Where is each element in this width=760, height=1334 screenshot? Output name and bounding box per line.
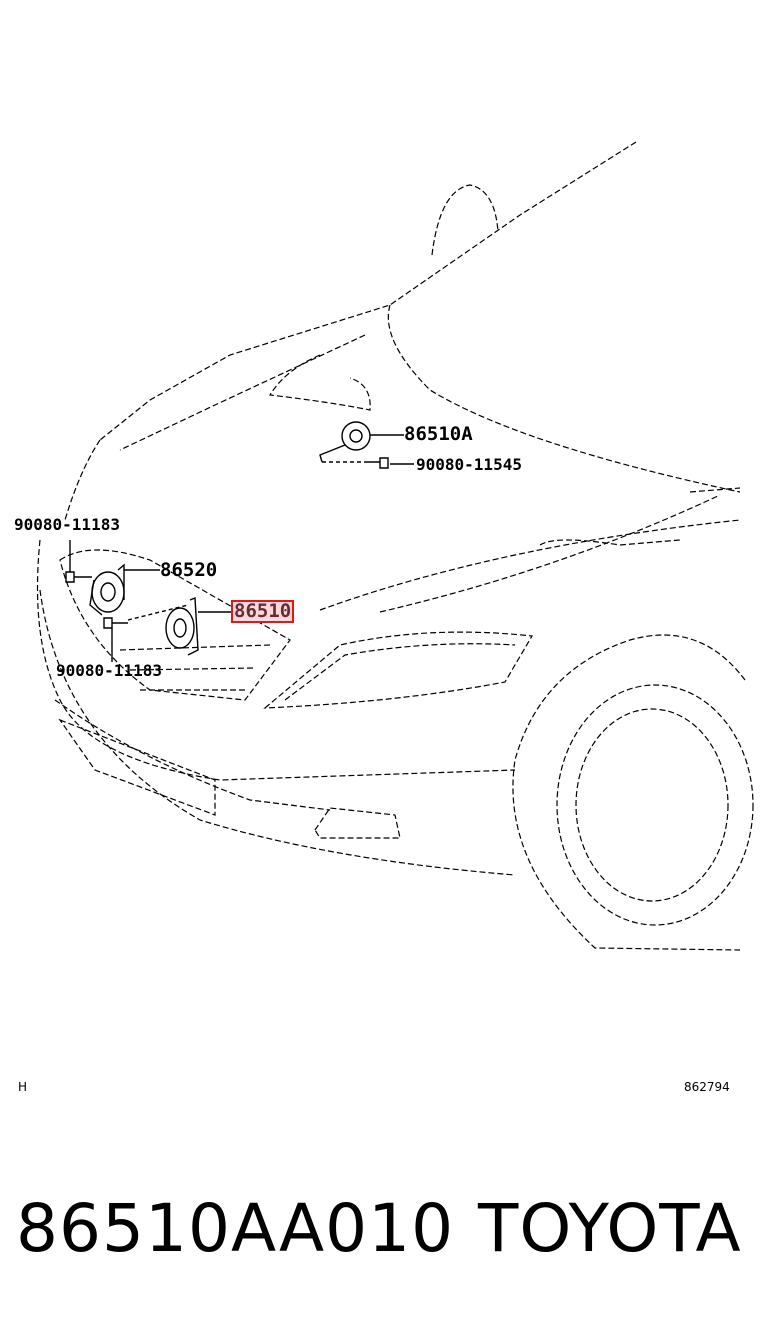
callout-bolt-left-top[interactable]: 90080-11183 [14,515,120,534]
wheel-arch [512,634,746,951]
bumper-lower [54,699,331,811]
headlight-inner [284,643,516,701]
callout-horn-left[interactable]: 86520 [160,559,218,581]
lower-intake [58,718,216,816]
diagram-id: 862794 [684,1080,730,1094]
wheel-inner [575,708,729,902]
windshield-line [99,141,637,441]
hood-vent [269,354,371,411]
bumper-bottom [39,589,516,876]
wheel-outer [556,684,754,926]
fender-line [319,519,741,611]
headlight [263,631,533,709]
bolt-upper-icon [368,457,389,469]
car-front-diagram [36,141,754,951]
callout-horn-selected[interactable]: 86510 [231,600,295,623]
horn-selected-icon [165,607,195,649]
grille-bar-2 [129,667,256,671]
callout-horn-upper[interactable]: 86510A [404,423,473,445]
hood-front-edge [64,439,101,521]
horn-left-icon [91,571,125,613]
fender-line-2 [379,494,721,613]
rear-view-mirror [431,184,499,256]
bolt-left-top-icon [65,571,92,583]
hood-crease [119,334,366,451]
horn-upper-icon [341,421,371,451]
brand-name: TOYOTA [478,1190,742,1267]
part-number: 86510AA010 [16,1190,455,1267]
fog-light [314,807,401,839]
corner-left-label: H [18,1080,28,1094]
windshield-right [689,487,741,493]
callout-bolt-left-bottom[interactable]: 90080-11183 [56,661,162,680]
bolt-left-bottom-icon [103,617,128,629]
fender-inner [539,539,681,546]
callout-bolt-upper[interactable]: 90080-11545 [416,455,522,474]
bumper-top [36,539,516,781]
grille-bar-1 [119,644,271,651]
